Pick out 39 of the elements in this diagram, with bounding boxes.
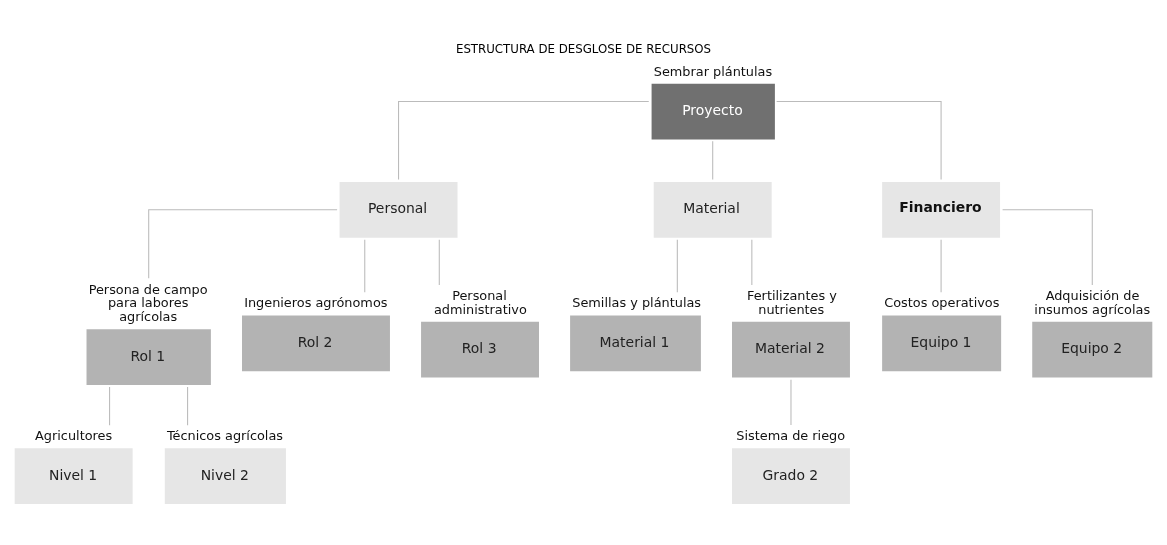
connector [364, 239, 366, 293]
node-label: Ingenieros agrónomos [244, 295, 388, 311]
node-label: Personal administrativo [433, 287, 527, 317]
node-label: Sembrar plántulas [653, 63, 773, 79]
node-label: Persona de campo para labores agrícolas [88, 281, 208, 325]
node-box: Grado 2 [732, 448, 850, 505]
node-label: Adquisición de insumos agrícolas [1034, 287, 1151, 317]
node-label: Técnicos agrícolas [166, 428, 284, 444]
node-box: Financiero [882, 181, 1001, 238]
connector [940, 239, 942, 293]
connector [790, 379, 792, 426]
connector [148, 209, 338, 279]
connector [712, 140, 714, 181]
node-box: Equipo 2 [1032, 321, 1153, 378]
node-label: Sistema de riego [736, 428, 846, 444]
connector [776, 100, 942, 181]
node-box: Rol 1 [86, 329, 211, 386]
connector [1002, 209, 1093, 286]
node-label: Agricultores [35, 428, 113, 444]
node-box: Material [653, 181, 772, 238]
connector [398, 100, 650, 181]
node-box: Equipo 1 [882, 315, 1002, 372]
node-box: Proyecto [651, 83, 775, 140]
node-box: Material 2 [732, 321, 850, 378]
node-label: Fertilizantes y nutrientes [747, 287, 837, 317]
diagram-title: ESTRUCTURA DE DESGLOSE DE RECURSOS [455, 42, 712, 57]
connector [751, 239, 753, 286]
connector [676, 239, 678, 293]
connector [187, 386, 189, 426]
node-label: Semillas y plántulas [572, 295, 702, 311]
node-box: Nivel 2 [164, 448, 286, 505]
node-box: Personal [339, 181, 458, 238]
node-box: Material 1 [570, 315, 701, 372]
connector [438, 239, 440, 286]
node-label: Costos operativos [884, 295, 1000, 311]
connector [109, 386, 111, 426]
node-box: Rol 3 [421, 321, 539, 378]
node-box: Rol 2 [242, 315, 390, 372]
node-box: Nivel 1 [14, 448, 133, 505]
